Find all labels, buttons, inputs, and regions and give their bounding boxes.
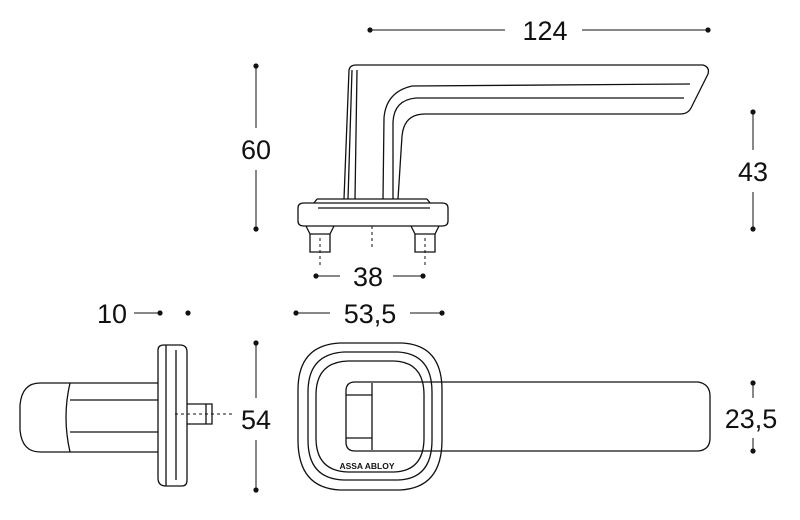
dim-handle-height: 60 (241, 63, 271, 232)
dim-grip-height-label: 43 (738, 157, 768, 187)
brand-logo: ASSA ABLOY (339, 461, 394, 471)
handle-end-view (19, 344, 232, 487)
dim-handle-length-label: 124 (522, 16, 567, 46)
handle-side-view (297, 64, 710, 268)
dim-rose-width: 53,5 (293, 299, 445, 329)
dim-rose-width-label: 53,5 (344, 299, 397, 329)
dim-handle-height-label: 60 (241, 135, 271, 165)
dim-pin-spacing-label: 38 (353, 262, 383, 292)
dim-rose-thickness-label: 10 (97, 299, 127, 329)
dim-grip-width-label: 23,5 (725, 404, 778, 434)
dim-handle-length: 124 (367, 16, 711, 46)
dim-grip-width: 23,5 (725, 380, 778, 454)
dim-rose-height: 54 (241, 340, 271, 493)
handle-front-view: ASSA ABLOY (297, 342, 711, 491)
dim-grip-height: 43 (738, 109, 768, 232)
dim-pin-spacing: 38 (313, 262, 426, 292)
dim-rose-thickness: 10 (97, 299, 191, 329)
dim-rose-height-label: 54 (241, 405, 271, 435)
